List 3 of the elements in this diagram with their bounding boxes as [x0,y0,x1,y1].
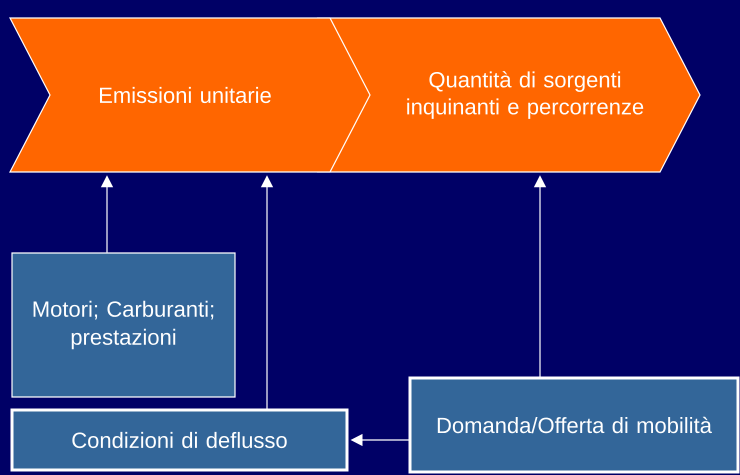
text-box: Motori; Carburanti; prestazioni [11,252,236,398]
text-box: Condizioni di deflusso [10,408,348,472]
text-box: Domanda/Offerta di mobilità [408,376,740,474]
